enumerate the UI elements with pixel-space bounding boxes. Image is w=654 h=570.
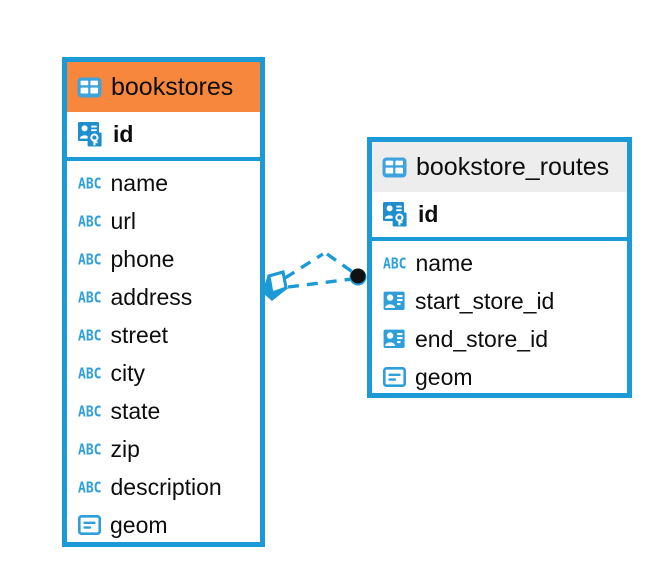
entity-header-bookstores[interactable]: bookstores bbox=[67, 62, 260, 112]
attribute-row-zip[interactable]: ABC zip bbox=[67, 430, 260, 468]
attribute-row-name[interactable]: ABC name bbox=[67, 164, 260, 202]
text-abc-icon: ABC bbox=[78, 403, 102, 421]
attribute-row-id[interactable]: id bbox=[372, 192, 627, 237]
attribute-name-label: street bbox=[110, 321, 169, 348]
attribute-name-label: address bbox=[110, 283, 193, 310]
primary-key-separator bbox=[67, 157, 260, 161]
attribute-name-label: geom bbox=[110, 511, 168, 538]
entity-bookstore-routes[interactable]: bookstore_routes id A bbox=[367, 137, 632, 398]
text-abc-icon: ABC bbox=[78, 289, 102, 307]
attribute-name-label: id bbox=[418, 201, 439, 227]
text-abc-icon: ABC bbox=[78, 441, 102, 459]
attribute-row-description[interactable]: ABC description bbox=[67, 468, 260, 506]
attribute-row-geom[interactable]: geom bbox=[372, 358, 627, 396]
table-icon bbox=[382, 157, 407, 178]
attribute-name-label: url bbox=[110, 207, 137, 234]
entity-name-label: bookstore_routes bbox=[416, 152, 610, 181]
attribute-name-label: geom bbox=[415, 363, 473, 390]
text-abc-icon: ABC bbox=[78, 327, 102, 345]
attribute-name-label: id bbox=[113, 121, 134, 147]
attribute-row-state[interactable]: ABC state bbox=[67, 392, 260, 430]
foreign-key-icon bbox=[383, 291, 406, 311]
text-abc-icon: ABC bbox=[78, 365, 102, 383]
entity-name-label: bookstores bbox=[111, 72, 234, 101]
text-abc-icon: ABC bbox=[78, 213, 102, 231]
entity-bookstores[interactable]: bookstores id ABC bbox=[62, 57, 265, 547]
geometry-icon bbox=[383, 367, 406, 387]
attribute-name-label: description bbox=[110, 473, 222, 500]
primary-key-icon bbox=[78, 122, 104, 147]
attribute-name-label: city bbox=[110, 359, 145, 386]
primary-key-icon bbox=[383, 202, 409, 227]
attribute-name-label: end_store_id bbox=[415, 325, 548, 352]
attribute-name-label: state bbox=[110, 397, 161, 424]
foreign-key-icon bbox=[383, 329, 406, 349]
attribute-row-address[interactable]: ABC address bbox=[67, 278, 260, 316]
attribute-list-bookstores: ABC name ABC url ABC phone ABC address A… bbox=[67, 161, 260, 548]
relationship-line-main bbox=[287, 277, 353, 289]
text-abc-icon: ABC bbox=[78, 479, 102, 497]
attribute-row-name[interactable]: ABC name bbox=[372, 244, 627, 282]
primary-key-separator bbox=[372, 237, 627, 241]
attribute-name-label: name bbox=[415, 249, 474, 276]
relationship-source-diamond-handle[interactable] bbox=[262, 270, 288, 301]
attribute-name-label: zip bbox=[110, 435, 140, 462]
attribute-row-phone[interactable]: ABC phone bbox=[67, 240, 260, 278]
attribute-name-label: start_store_id bbox=[415, 287, 555, 314]
geometry-icon bbox=[78, 515, 101, 535]
attribute-row-geom[interactable]: geom bbox=[67, 506, 260, 544]
text-abc-icon: ABC bbox=[78, 175, 102, 193]
text-abc-icon: ABC bbox=[78, 251, 102, 269]
text-abc-icon: ABC bbox=[383, 255, 407, 273]
relationship-line-branch-right bbox=[326, 252, 355, 275]
attribute-name-label: phone bbox=[110, 245, 175, 272]
attribute-row-id[interactable]: id bbox=[67, 112, 260, 157]
entity-header-bookstore-routes[interactable]: bookstore_routes bbox=[372, 142, 627, 192]
table-icon bbox=[77, 77, 102, 98]
attribute-row-url[interactable]: ABC url bbox=[67, 202, 260, 240]
attribute-row-start-store-id[interactable]: start_store_id bbox=[372, 282, 627, 320]
attribute-name-label: name bbox=[110, 169, 169, 196]
attribute-row-city[interactable]: ABC city bbox=[67, 354, 260, 392]
attribute-row-street[interactable]: ABC street bbox=[67, 316, 260, 354]
attribute-list-bookstore-routes: ABC name start_store_id bbox=[372, 241, 627, 400]
relationship-target-endpoint[interactable] bbox=[349, 268, 367, 286]
attribute-row-end-store-id[interactable]: end_store_id bbox=[372, 320, 627, 358]
relationship-line-branch-left bbox=[284, 252, 324, 280]
